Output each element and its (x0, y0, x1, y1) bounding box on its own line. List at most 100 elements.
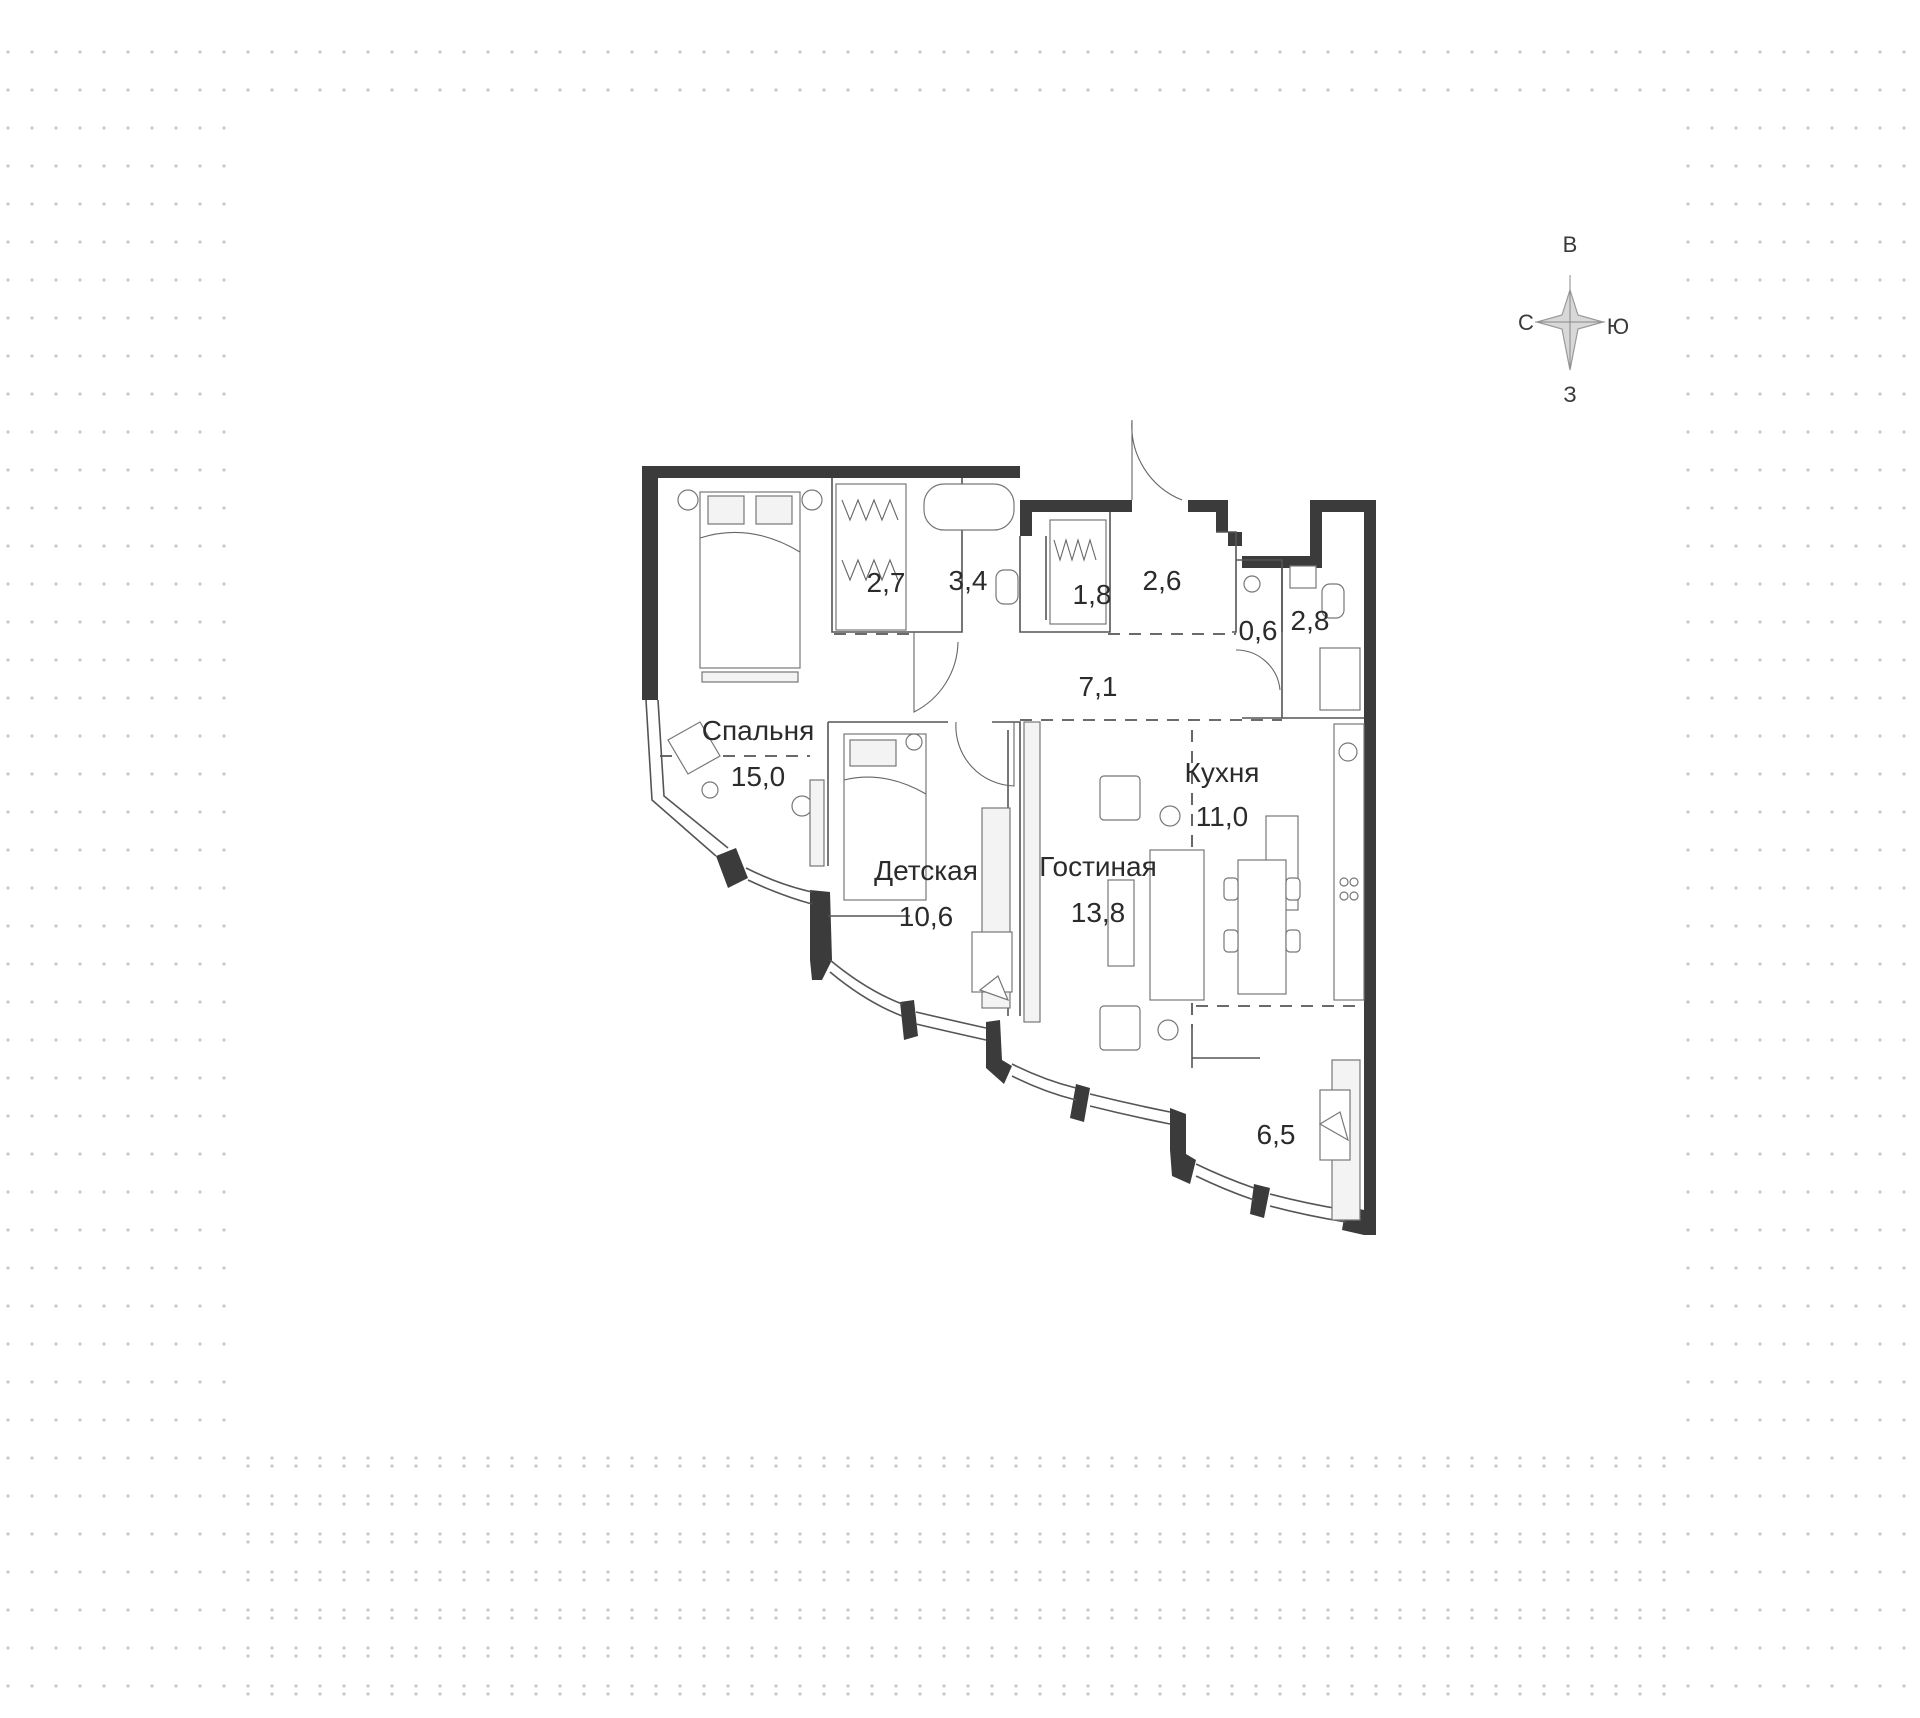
grid-dot (510, 1684, 514, 1688)
grid-dot (198, 1646, 202, 1650)
grid-dot (1782, 848, 1786, 852)
grid-dot (894, 1684, 898, 1688)
grid-dot (174, 734, 178, 738)
room-area-wardrobe2: 1,8 (1073, 579, 1112, 610)
grid-dot (222, 1228, 226, 1232)
grid-dot (150, 1418, 154, 1422)
grid-dot (702, 1532, 706, 1536)
grid-dot (366, 1540, 370, 1544)
grid-dot (1710, 316, 1714, 320)
grid-dot (1734, 1646, 1738, 1650)
grid-dot (726, 1540, 730, 1544)
grid-dot (102, 1228, 106, 1232)
grid-dot (1902, 1342, 1906, 1346)
grid-dot (1878, 316, 1882, 320)
grid-dot (1230, 1692, 1234, 1696)
grid-dot (1062, 1502, 1066, 1506)
grid-dot (1734, 1380, 1738, 1384)
grid-dot (846, 1570, 850, 1574)
wall-top-mid (1020, 478, 1132, 536)
grid-dot (270, 88, 274, 92)
grid-dot (1350, 1540, 1354, 1544)
grid-dot (1014, 50, 1018, 54)
grid-dot (1470, 1616, 1474, 1620)
grid-dot (294, 1692, 298, 1696)
grid-dot (1830, 1152, 1834, 1156)
grid-dot (966, 1570, 970, 1574)
grid-dot (414, 88, 418, 92)
grid-dot (54, 278, 58, 282)
grid-dot (1614, 1540, 1618, 1544)
grid-dot (870, 1502, 874, 1506)
grid-dot (1878, 240, 1882, 244)
grid-dot (126, 1608, 130, 1612)
grid-dot (486, 1654, 490, 1658)
grid-dot (1758, 164, 1762, 168)
grid-dot (1470, 1502, 1474, 1506)
grid-dot (1110, 1684, 1114, 1688)
grid-dot (6, 278, 10, 282)
grid-dot (990, 1684, 994, 1688)
grid-dot (942, 1464, 946, 1468)
grid-dot (654, 1502, 658, 1506)
grid-dot (1710, 1418, 1714, 1422)
grid-dot (222, 658, 226, 662)
grid-dot (1686, 620, 1690, 624)
grid-dot (1134, 1646, 1138, 1650)
grid-dot (462, 1608, 466, 1612)
grid-dot (1686, 1608, 1690, 1612)
grid-dot (486, 1684, 490, 1688)
grid-dot (1686, 582, 1690, 586)
grid-dot (606, 1540, 610, 1544)
grid-dot (1734, 316, 1738, 320)
grid-dot (6, 1114, 10, 1118)
grid-dot (678, 1608, 682, 1612)
grid-dot (1758, 392, 1762, 396)
grid-dot (654, 88, 658, 92)
grid-dot (1446, 1532, 1450, 1536)
grid-dot (414, 50, 418, 54)
grid-dot (606, 1646, 610, 1650)
grid-dot (1278, 88, 1282, 92)
grid-dot (1686, 1228, 1690, 1232)
grid-dot (366, 1570, 370, 1574)
grid-dot (1662, 1456, 1666, 1460)
grid-dot (1686, 1342, 1690, 1346)
grid-dot (150, 468, 154, 472)
grid-dot (1494, 1692, 1498, 1696)
grid-dot (174, 772, 178, 776)
grid-dot (438, 1532, 442, 1536)
grid-dot (126, 1190, 130, 1194)
grid-dot (1278, 1616, 1282, 1620)
grid-dot (1758, 1038, 1762, 1042)
grid-dot (6, 962, 10, 966)
grid-dot (1734, 1532, 1738, 1536)
grid-dot (942, 1616, 946, 1620)
grid-dot (1710, 202, 1714, 206)
grid-dot (198, 202, 202, 206)
grid-dot (1614, 50, 1618, 54)
grid-dot (366, 1684, 370, 1688)
grid-dot (318, 1692, 322, 1696)
grid-dot (1854, 316, 1858, 320)
grid-dot (750, 1692, 754, 1696)
grid-dot (798, 1502, 802, 1506)
grid-dot (1710, 1038, 1714, 1042)
grid-dot (822, 1494, 826, 1498)
grid-dot (1854, 240, 1858, 244)
grid-dot (534, 1456, 538, 1460)
grid-dot (174, 430, 178, 434)
grid-dot (1086, 1494, 1090, 1498)
grid-dot (102, 468, 106, 472)
grid-dot (438, 1540, 442, 1544)
grid-dot (126, 1342, 130, 1346)
grid-dot (1254, 1646, 1258, 1650)
grid-dot (1902, 620, 1906, 624)
grid-dot (582, 1540, 586, 1544)
grid-dot (126, 1076, 130, 1080)
grid-dot (1686, 1038, 1690, 1042)
grid-dot (6, 696, 10, 700)
grid-dot (222, 1684, 226, 1688)
grid-dot (654, 50, 658, 54)
grid-dot (726, 1616, 730, 1620)
